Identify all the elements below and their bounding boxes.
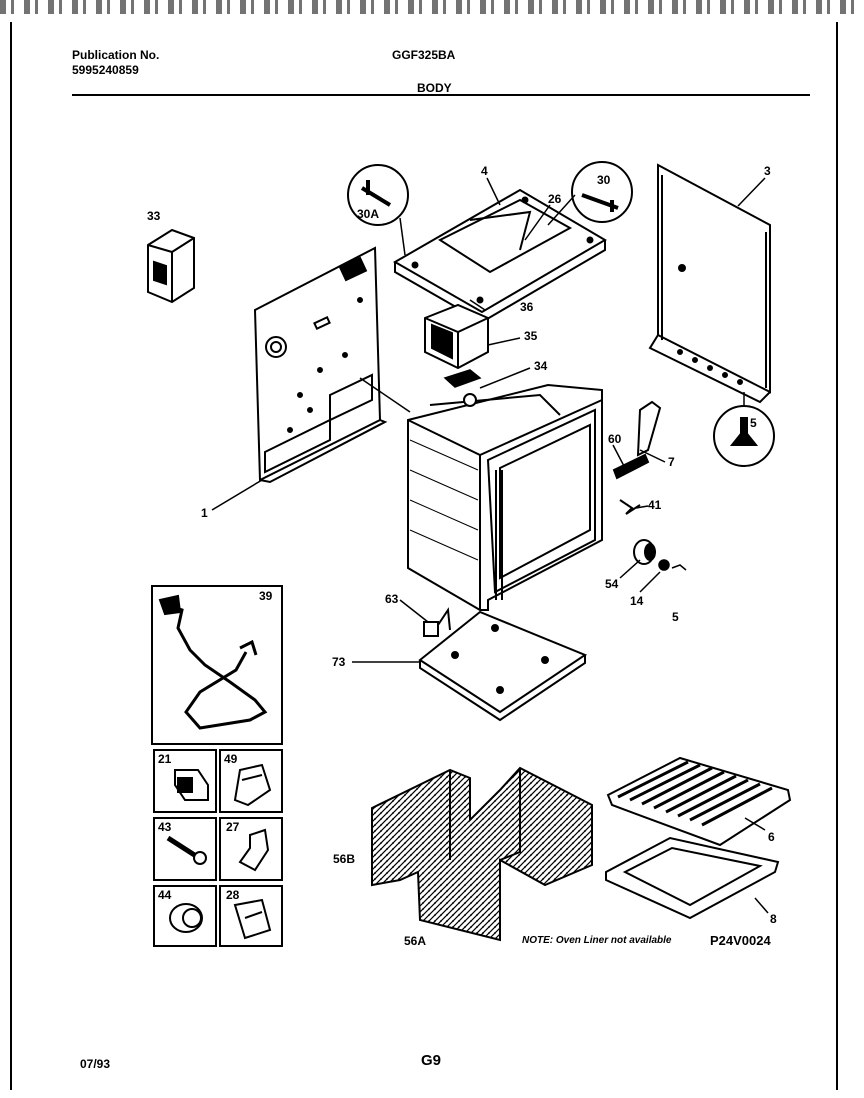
part-33-bracket bbox=[147, 228, 195, 304]
callout-60: 60 bbox=[608, 432, 622, 446]
callout-15: 5 bbox=[672, 610, 679, 624]
part-73-bottom-panel bbox=[418, 610, 588, 722]
callout-5: 5 bbox=[750, 416, 757, 430]
liner-note: NOTE: Oven Liner not available bbox=[522, 935, 672, 946]
right-border bbox=[836, 22, 838, 1090]
callout-8: 8 bbox=[770, 912, 777, 926]
callout-30a: 30A bbox=[357, 207, 380, 221]
box-21-clip bbox=[153, 749, 217, 813]
box-44-grommet bbox=[153, 885, 217, 947]
part-6-oven-rack bbox=[606, 756, 792, 847]
callout-7: 7 bbox=[668, 455, 675, 469]
part-1-side-panel bbox=[253, 246, 388, 484]
box-label-28: 28 bbox=[226, 888, 240, 902]
model-number: GGF325BA bbox=[392, 48, 456, 62]
leader-14 bbox=[639, 571, 661, 593]
section-title: BODY bbox=[417, 81, 452, 95]
part-7-hinge bbox=[612, 400, 662, 480]
callout-3: 3 bbox=[764, 164, 771, 178]
box-28-clip bbox=[219, 885, 283, 947]
leader-1 bbox=[211, 479, 263, 511]
footer-page: G9 bbox=[421, 1052, 442, 1069]
leader-36 bbox=[469, 299, 486, 311]
callout-56a: 56A bbox=[404, 934, 427, 948]
part-14-nut bbox=[658, 559, 687, 571]
callout-30: 30 bbox=[597, 173, 611, 187]
part-3-back-panel bbox=[648, 163, 771, 404]
part-54-burner-orifice bbox=[633, 539, 656, 565]
callout-35: 35 bbox=[524, 329, 538, 343]
box-39-power-cord bbox=[151, 585, 283, 745]
callout-63: 63 bbox=[385, 592, 399, 606]
leader-6 bbox=[744, 817, 766, 831]
callout-54: 54 bbox=[605, 577, 619, 591]
part-4-top-panel bbox=[392, 188, 607, 324]
box-label-21: 21 bbox=[158, 752, 172, 766]
leader-body-top bbox=[359, 377, 411, 413]
leader-35 bbox=[487, 337, 521, 346]
publication-number: 5995240859 bbox=[72, 63, 139, 77]
leader-34 bbox=[479, 367, 531, 389]
header-rule bbox=[72, 94, 810, 96]
box-label-43: 43 bbox=[158, 820, 172, 834]
diagram-code: P24V0024 bbox=[710, 933, 771, 948]
callout-26: 26 bbox=[548, 192, 562, 206]
leader-26 bbox=[524, 204, 551, 241]
callout-14: 14 bbox=[630, 594, 644, 608]
left-border bbox=[10, 22, 12, 1090]
box-43-screw bbox=[153, 817, 217, 881]
leader-4 bbox=[486, 177, 501, 206]
leader-54 bbox=[619, 559, 641, 579]
leader-8 bbox=[754, 897, 769, 914]
leader-60 bbox=[612, 444, 626, 469]
publication-label: Publication No. bbox=[72, 48, 160, 62]
box-49-bracket bbox=[219, 749, 283, 813]
leader-7 bbox=[639, 449, 666, 463]
callout-33: 33 bbox=[147, 209, 161, 223]
callout-1: 1 bbox=[201, 506, 208, 520]
part-8-oven-liner bbox=[605, 836, 780, 920]
callout-56b: 56B bbox=[333, 852, 356, 866]
part-56-insulation bbox=[371, 766, 593, 942]
callout-41: 41 bbox=[648, 498, 662, 512]
callout-36: 36 bbox=[520, 300, 534, 314]
part-35-vent bbox=[424, 303, 489, 370]
box-label-39: 39 bbox=[259, 589, 273, 603]
callout-circle-30 bbox=[547, 161, 633, 226]
part-34-flue bbox=[443, 369, 482, 388]
leader-41 bbox=[635, 505, 649, 509]
box-label-27: 27 bbox=[226, 820, 240, 834]
box-27-retainer bbox=[219, 817, 283, 881]
part-41-spring bbox=[619, 499, 641, 515]
callout-6: 6 bbox=[768, 830, 775, 844]
callout-73: 73 bbox=[332, 655, 346, 669]
box-label-44: 44 bbox=[158, 888, 172, 902]
callout-4: 4 bbox=[481, 164, 488, 178]
part-63-ignitor bbox=[423, 607, 451, 637]
leader-63 bbox=[399, 599, 429, 623]
callout-circle-5 bbox=[713, 392, 775, 467]
callout-circle-30a bbox=[347, 164, 409, 256]
scan-edge bbox=[0, 0, 864, 14]
footer-date: 07/93 bbox=[80, 1057, 111, 1071]
box-label-49: 49 bbox=[224, 752, 238, 766]
main-body-frame bbox=[407, 383, 603, 611]
callout-34: 34 bbox=[534, 359, 548, 373]
leader-3 bbox=[737, 177, 766, 207]
